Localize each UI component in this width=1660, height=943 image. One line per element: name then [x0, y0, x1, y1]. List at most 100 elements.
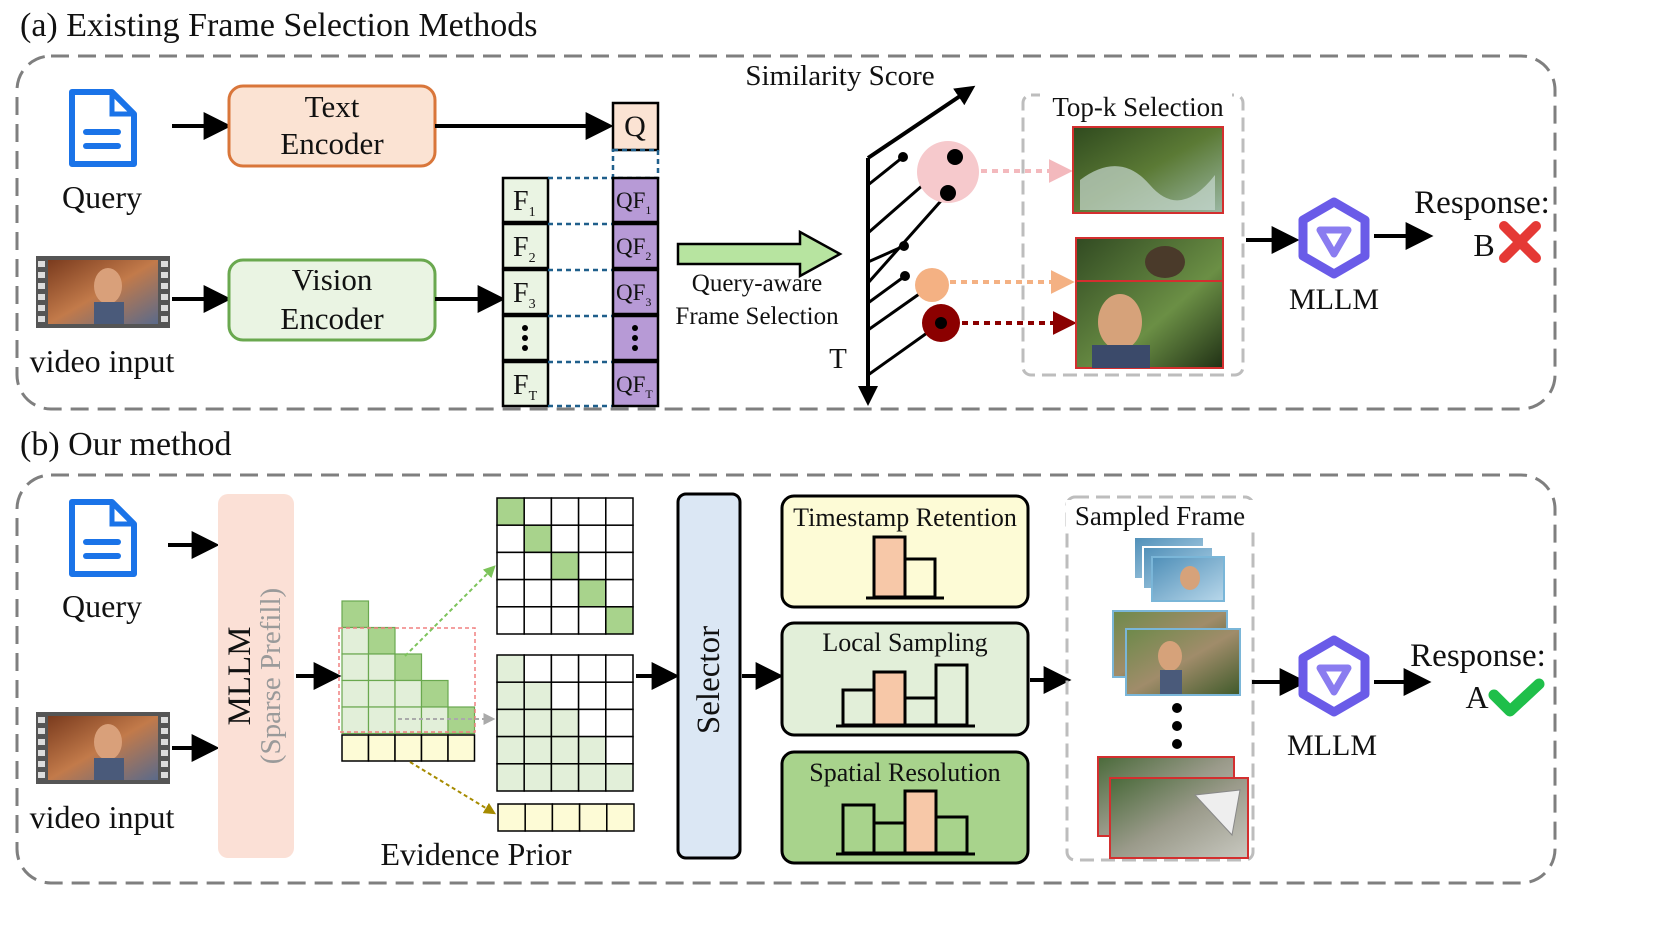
diagonal-grid-cell — [496, 497, 525, 526]
evidence-row-cell — [394, 734, 423, 762]
sprocket-hole — [161, 772, 168, 778]
diagonal-grid-cell — [496, 606, 525, 635]
lower-grid-cell — [496, 763, 525, 792]
frame-cell — [501, 222, 550, 270]
green-selection-arrow — [676, 229, 843, 279]
qf-ellipsis-dot — [632, 325, 638, 331]
mllm-logo-icon-b — [1298, 635, 1370, 717]
time-axis-label: T — [829, 343, 847, 375]
panel-a-title: (a) Existing Frame Selection Methods — [20, 7, 537, 44]
sprocket-hole — [38, 294, 45, 300]
qf-ellipsis-dot — [632, 345, 638, 351]
sprocket-hole — [38, 283, 45, 289]
diagonal-grid-cell — [523, 497, 553, 526]
sprocket-hole — [38, 772, 45, 778]
selection-label-1: Query-aware — [692, 270, 822, 297]
similarity-point — [899, 241, 909, 251]
sampled-stack-1 — [1133, 536, 1225, 602]
lower-grid-cell — [523, 654, 553, 683]
evidence-prior-label: Evidence Prior — [380, 836, 571, 872]
similarity-line — [867, 274, 906, 305]
diagonal-grid-cell — [577, 551, 607, 581]
evidence-row-cell — [447, 734, 476, 762]
diagonal-grid — [496, 497, 634, 635]
lower-grid-cell — [605, 654, 634, 683]
lower-grid-cell — [550, 735, 580, 765]
sprocket-hole — [161, 294, 168, 300]
topk-label: Top-k Selection — [1052, 92, 1224, 122]
diagonal-grid-cell — [496, 551, 525, 581]
diagonal-grid-cell — [550, 606, 580, 635]
diagonal-grid-cell — [550, 551, 580, 581]
diagonal-grid-cell — [496, 578, 525, 608]
q-dotted-link — [611, 148, 660, 180]
frame-ellipsis-dot — [522, 335, 528, 341]
mllm-prefill-sub: (Sparse Prefill) — [255, 588, 287, 764]
timestamp-grid-cell — [497, 803, 526, 832]
sprocket-hole — [38, 739, 45, 745]
sprocket-hole — [38, 261, 45, 267]
timestamp-grid-cell — [524, 803, 554, 832]
sprocket-hole — [38, 728, 45, 734]
evidence-cell — [341, 706, 370, 735]
mllm-logo-icon-a — [1298, 197, 1370, 279]
panel-a-frame — [15, 54, 1557, 411]
evidence-cell — [341, 600, 370, 629]
topk-box — [1021, 93, 1245, 377]
diagonal-grid-cell — [605, 578, 634, 608]
similarity-axis — [866, 85, 976, 160]
selection-label-2: Frame Selection — [675, 303, 839, 330]
evidence-triangle — [341, 600, 476, 735]
local-sampling-label: Local Sampling — [822, 628, 987, 657]
lower-grid-cell — [523, 708, 553, 738]
video-label-a: video input — [30, 343, 175, 379]
lower-grid-cell — [523, 735, 553, 765]
response-label-b: Response: — [1410, 638, 1546, 674]
video-thumbnail-a — [36, 256, 170, 328]
film-sprockets-b — [38, 717, 168, 778]
sprocket-hole — [161, 316, 168, 322]
lower-grid-cell — [577, 654, 607, 683]
evidence-yellow-row — [341, 734, 476, 762]
diagonal-grid-cell — [577, 497, 607, 526]
spatial-resolution-bars — [836, 789, 975, 856]
similarity-score-label: Similarity Score — [745, 60, 934, 92]
lower-grid-cell — [605, 708, 634, 738]
evidence-cell — [367, 653, 396, 682]
sampled-stack-2 — [1112, 610, 1241, 696]
film-sprockets-a — [38, 261, 168, 322]
qf-cell — [611, 222, 660, 270]
sprocket-hole — [161, 750, 168, 756]
lower-grid-cell — [605, 763, 634, 792]
lower-grid-cell — [523, 763, 553, 792]
evidence-cell — [367, 706, 396, 735]
topk-label-bg — [1040, 90, 1232, 124]
sprocket-hole — [161, 728, 168, 734]
diagonal-grid-cell — [550, 497, 580, 526]
similarity-line — [867, 155, 904, 187]
local-sampling-bars — [836, 663, 975, 728]
sprocket-hole — [38, 750, 45, 756]
text-encoder-label-2: Encoder — [280, 126, 384, 161]
document-icon — [69, 499, 137, 577]
lower-triangle-grid — [496, 654, 634, 792]
text-encoder-label-1: Text — [305, 89, 360, 124]
sprocket-hole — [161, 272, 168, 278]
selector-label: Selector — [691, 626, 727, 734]
lower-grid-cell — [577, 763, 607, 792]
sprocket-hole — [161, 717, 168, 723]
check-icon — [1488, 678, 1545, 717]
timestamp-row-grid — [497, 803, 635, 832]
lower-grid-cell — [496, 654, 525, 683]
similarity-points — [898, 149, 963, 329]
diagonal-grid-cell — [577, 606, 607, 635]
diagonal-grid-cell — [496, 524, 525, 554]
topk-frame-2 — [1075, 237, 1224, 369]
spatial-resolution-label: Spatial Resolution — [809, 758, 1000, 787]
vision-encoder-label-2: Encoder — [280, 301, 384, 336]
evidence-cell — [341, 679, 370, 708]
frame-cell — [501, 268, 550, 316]
evidence-cell — [367, 679, 396, 708]
lower-grid-cell — [496, 708, 525, 738]
